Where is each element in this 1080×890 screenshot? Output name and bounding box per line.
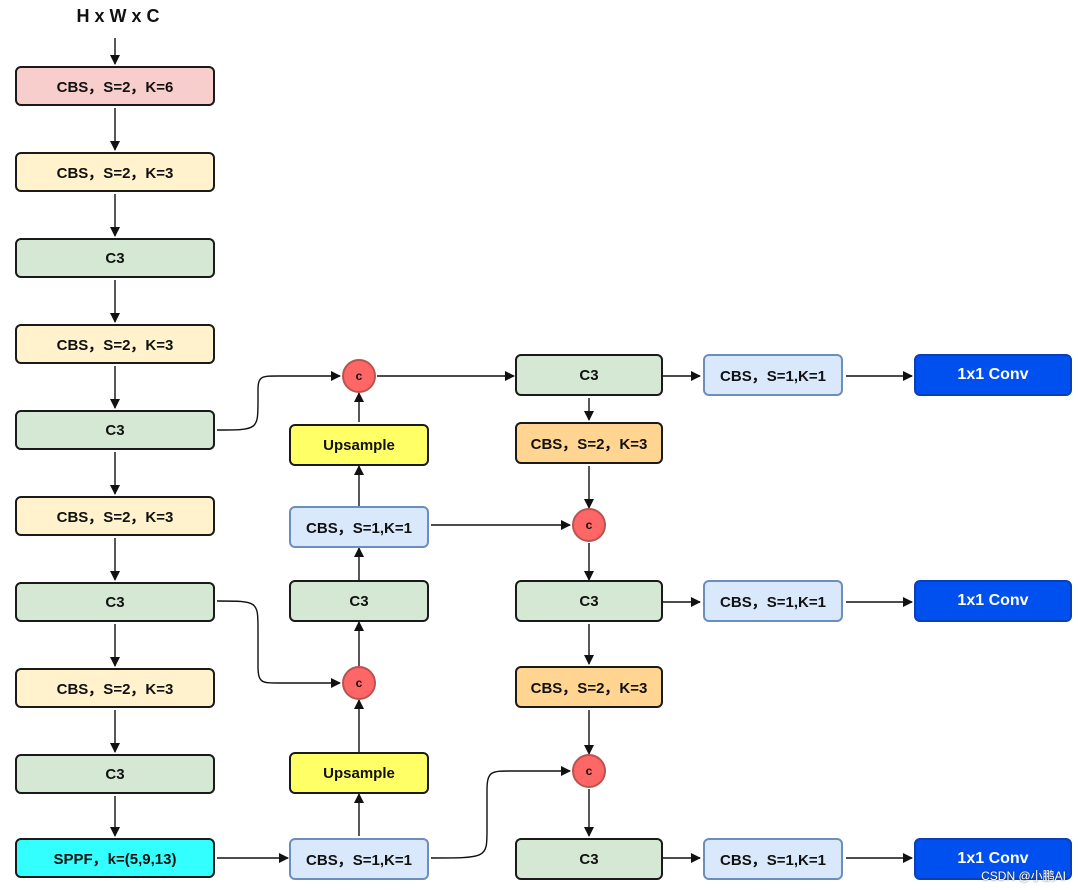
arrow-c3-p3 (216, 371, 341, 431)
backbone-block-5[interactable]: C3 (15, 410, 215, 450)
conv-output-bottom[interactable]: 1x1 Conv (914, 838, 1072, 880)
backbone-block-8[interactable]: CBS，S=2，K=3 (15, 668, 215, 708)
conv-output-top[interactable]: 1x1 Conv (914, 354, 1072, 396)
sppf-block[interactable]: SPPF，k=(5,9,13) (15, 838, 215, 878)
output-cbs-bottom[interactable]: CBS，S=1,K=1 (703, 838, 843, 880)
backbone-block-3[interactable]: C3 (15, 238, 215, 278)
head-c3-bottom[interactable]: C3 (515, 838, 663, 880)
head-c3-mid[interactable]: C3 (515, 580, 663, 622)
upsample-block-top[interactable]: Upsample (289, 424, 429, 466)
neck-cbs-bottom[interactable]: CBS，S=1,K=1 (289, 838, 429, 880)
head-downsample-2[interactable]: CBS，S=2，K=3 (515, 666, 663, 708)
backbone-block-4[interactable]: CBS，S=2，K=3 (15, 324, 215, 364)
output-cbs-mid[interactable]: CBS，S=1,K=1 (703, 580, 843, 622)
concat-node-head-1[interactable]: c (572, 508, 606, 542)
concat-node-top[interactable]: c (342, 359, 376, 393)
neck-cbs-mid[interactable]: CBS，S=1,K=1 (289, 506, 429, 548)
arrow-c3-p4 (216, 600, 341, 688)
concat-node-head-2[interactable]: c (572, 754, 606, 788)
head-c3-top[interactable]: C3 (515, 354, 663, 396)
arrow-cbsbot-concat (430, 766, 571, 859)
neck-c3-mid[interactable]: C3 (289, 580, 429, 622)
conv-output-mid[interactable]: 1x1 Conv (914, 580, 1072, 622)
backbone-block-6[interactable]: CBS，S=2，K=3 (15, 496, 215, 536)
backbone-block-2[interactable]: CBS，S=2，K=3 (15, 152, 215, 192)
output-cbs-top[interactable]: CBS，S=1,K=1 (703, 354, 843, 396)
head-downsample-1[interactable]: CBS，S=2，K=3 (515, 422, 663, 464)
input-shape-label: H x W x C (76, 6, 160, 26)
concat-node-mid[interactable]: c (342, 666, 376, 700)
backbone-block-7[interactable]: C3 (15, 582, 215, 622)
upsample-block-bottom[interactable]: Upsample (289, 752, 429, 794)
watermark: CSDN @小鹏AI (981, 869, 1066, 883)
backbone-block-9[interactable]: C3 (15, 754, 215, 794)
backbone-block-1[interactable]: CBS，S=2，K=6 (15, 66, 215, 106)
